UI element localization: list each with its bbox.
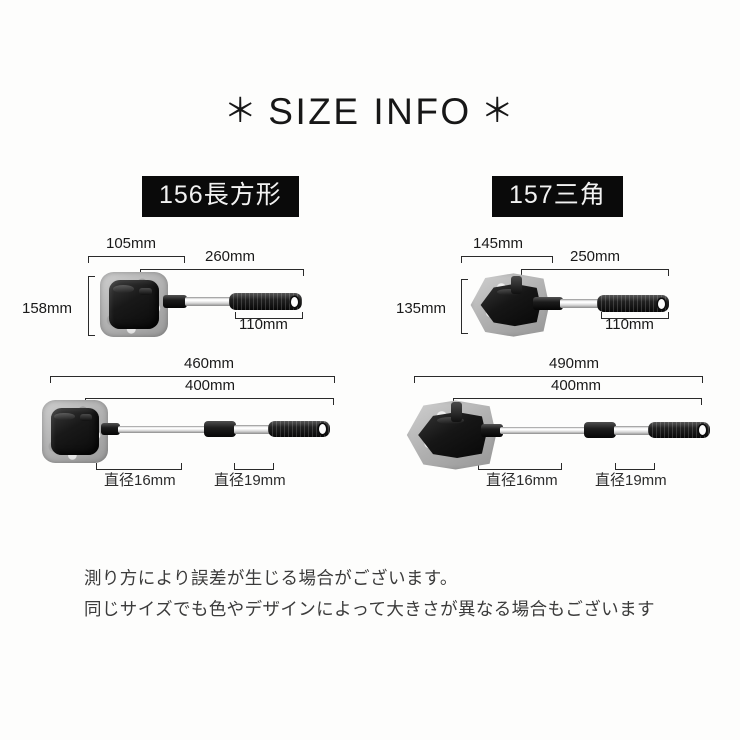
pivot-knuckle xyxy=(80,413,93,422)
bracket-156-total-length xyxy=(50,376,335,383)
handle-grip xyxy=(229,293,302,310)
asterisk-right-icon: ＊ xyxy=(480,92,517,129)
metal-shaft xyxy=(185,297,233,306)
bracket-157-head-height xyxy=(461,279,468,334)
dim-157-lower-diameter: 直径16mm xyxy=(486,472,558,489)
bracket-157-lower-diameter xyxy=(478,463,562,470)
bracket-157-handle-length xyxy=(521,269,669,276)
pole-collar xyxy=(584,422,616,438)
page-title-text: SIZE INFO xyxy=(268,91,472,132)
dim-157-upper-diameter: 直径19mm xyxy=(595,472,667,489)
handle-grip xyxy=(268,421,330,437)
bracket-156-grip-length xyxy=(235,312,303,319)
brush-head-rectangle xyxy=(100,272,168,337)
bracket-157-total-length xyxy=(414,376,703,383)
head-ferrule xyxy=(101,423,120,435)
bracket-156-head-height xyxy=(88,276,95,336)
dim-156-total-length: 460mm xyxy=(184,355,235,372)
page-title: ＊SIZE INFO＊ xyxy=(0,84,740,133)
pole-lower-section xyxy=(118,426,208,433)
pole-collar xyxy=(204,421,236,437)
dim-156-lower-diameter: 直径16mm xyxy=(104,472,176,489)
head-ferrule xyxy=(481,424,503,437)
footer-disclaimer: 測り方により誤差が生じる場合がございます。 同じサイズでも色やデザインによって大… xyxy=(84,563,655,625)
head-ferrule xyxy=(533,297,563,310)
dim-157-head-height: 135mm xyxy=(396,300,447,317)
head-body xyxy=(108,280,160,329)
footer-line-2: 同じサイズでも色やデザインによって大きさが異なる場合もございます xyxy=(84,599,655,619)
head-ferrule xyxy=(163,295,187,308)
footer-line-1: 測り方により誤差が生じる場合がございます。 xyxy=(84,568,458,588)
pivot-knuckle xyxy=(139,287,152,296)
bracket-156-lower-diameter xyxy=(96,463,182,470)
pivot-knuckle xyxy=(511,275,522,295)
bracket-157-grip-length xyxy=(601,312,669,319)
metal-shaft xyxy=(560,299,605,308)
dim-157-grip-length: 110mm xyxy=(605,316,654,333)
brush-head-rectangle xyxy=(42,400,108,463)
dim-157-head-width: 145mm xyxy=(473,235,524,252)
handle-grip xyxy=(597,295,669,312)
bracket-157-head-width xyxy=(461,256,553,263)
pole-lower-section xyxy=(500,427,588,434)
bracket-156-pole-length xyxy=(85,398,334,405)
dim-156-head-height: 158mm xyxy=(22,300,73,317)
brush-head-triangle xyxy=(469,272,550,338)
dim-157-total-length: 490mm xyxy=(549,355,600,372)
dim-157-handle-length: 250mm xyxy=(570,248,621,265)
handle-grip xyxy=(648,422,710,438)
bracket-157-upper-diameter xyxy=(615,463,655,470)
pole-upper-section xyxy=(614,426,652,435)
dim-156-upper-diameter: 直径19mm xyxy=(214,472,286,489)
dim-157-pole-length: 400mm xyxy=(551,377,602,394)
dim-156-pole-length: 400mm xyxy=(185,377,236,394)
bracket-156-upper-diameter xyxy=(234,463,274,470)
head-body xyxy=(50,408,100,455)
asterisk-left-icon: ＊ xyxy=(223,92,260,129)
hanging-hole xyxy=(699,425,706,435)
dim-156-grip-length: 110mm xyxy=(239,316,288,333)
product-badge-157: 157三角 xyxy=(492,176,623,217)
pole-upper-section xyxy=(234,425,272,434)
hanging-hole xyxy=(291,296,298,307)
dim-156-handle-length: 260mm xyxy=(205,248,256,265)
product-badge-156: 156長方形 xyxy=(142,176,299,217)
pivot-knuckle xyxy=(451,401,463,423)
hanging-hole xyxy=(658,298,665,309)
dim-156-head-width: 105mm xyxy=(106,235,157,252)
bracket-156-head-width xyxy=(88,256,185,263)
hanging-hole xyxy=(319,424,326,434)
